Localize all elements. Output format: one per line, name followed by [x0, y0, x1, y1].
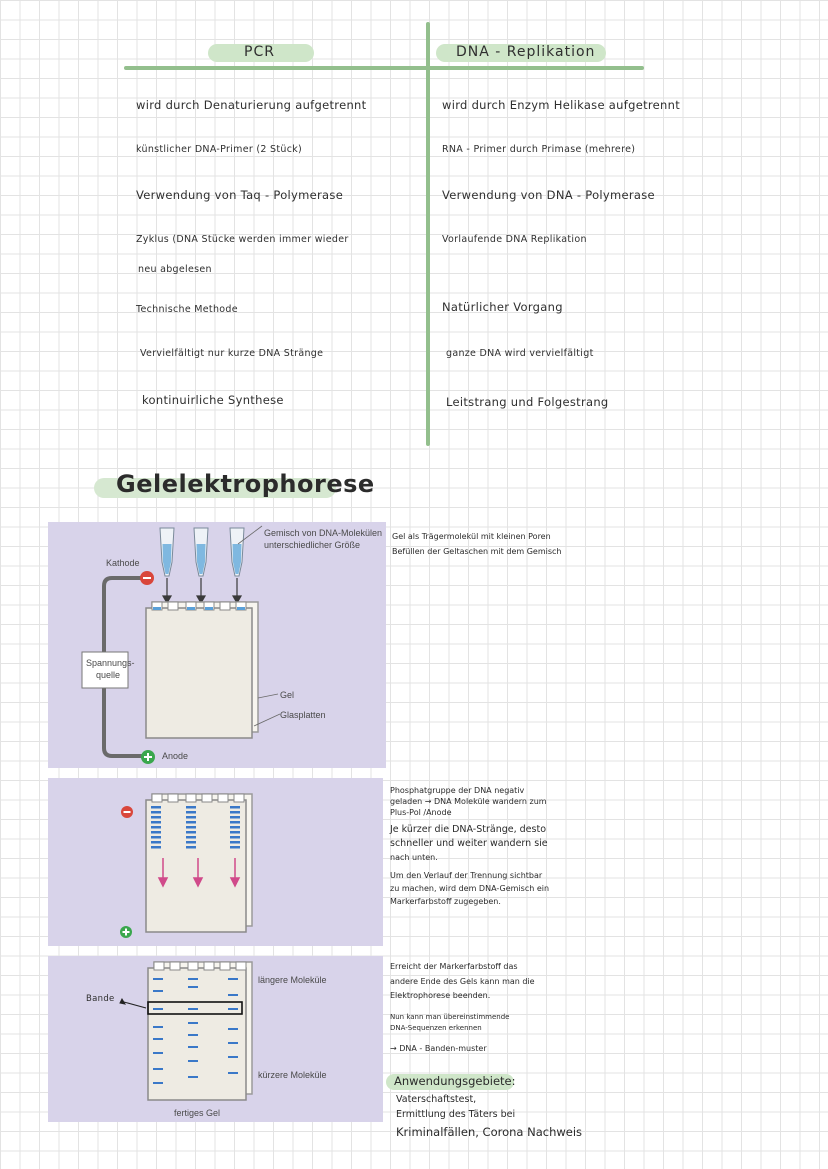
glass-plates-label: Glasplatten — [280, 710, 326, 720]
minus-pole-icon — [121, 806, 133, 818]
applications-title-highlight — [386, 1074, 514, 1090]
note-2-line-6: nach unten. — [390, 853, 438, 862]
pcr-header-highlight — [208, 44, 314, 62]
wire-anode — [102, 680, 144, 758]
pcr-row-1: wird durch Denaturierung aufgetrennt — [136, 98, 367, 112]
application-3: Kriminalfällen, Corona Nachweis — [396, 1125, 583, 1139]
replication-header: DNA - Replikation — [456, 44, 596, 60]
gel-label: Gel — [280, 690, 295, 700]
replication-row-1: wird durch Enzym Helikase aufgetrennt — [442, 98, 681, 112]
pcr-header: PCR — [244, 44, 275, 60]
note-2-line-4: Je kürzer die DNA-Stränge, desto — [390, 824, 547, 835]
finished-gel-label: fertiges Gel — [174, 1108, 221, 1118]
band-highlight-box — [147, 1001, 243, 1015]
pipette-icon — [159, 527, 175, 577]
migration-arrow-icon — [157, 858, 241, 888]
power-source-label-2: quelle — [96, 670, 121, 680]
pcr-row-4: Zyklus (DNA Stücke werden immer wieder — [136, 234, 349, 245]
replication-row-5: Natürlicher Vorgang — [442, 300, 563, 314]
application-1: Vaterschaftstest, — [396, 1094, 477, 1105]
pipette-icon — [229, 527, 245, 577]
pcr-row-6: Vervielfältigt nur kurze DNA Stränge — [140, 348, 324, 359]
note-1-line-2: Befüllen der Geltaschen mit dem Gemisch — [392, 547, 562, 556]
applications-title: Anwendungsgebiete: — [394, 1074, 516, 1088]
table-horizontal-rule — [124, 66, 644, 70]
pcr-row-2: künstlicher DNA-Primer (2 Stück) — [136, 144, 303, 155]
pcr-row-7: kontinuirliche Synthese — [142, 393, 284, 407]
mixture-label-1: Gemisch von DNA-Molekülen — [264, 528, 383, 538]
diagram-result-svg — [119, 961, 253, 1101]
power-source-box — [81, 651, 129, 689]
band-label: Bande — [86, 994, 115, 1004]
note-3-line-4: Nun kann man übereinstimmende — [390, 1013, 510, 1021]
section-title: Gelelektrophorese — [116, 470, 375, 498]
note-2-line-1: Phosphatgruppe der DNA negativ — [390, 786, 525, 795]
note-3-line-1: Erreicht der Markerfarbstoff das — [390, 962, 518, 971]
shorter-molecules-label: kürzere Moleküle — [258, 1070, 327, 1080]
replication-row-6: ganze DNA wird vervielfältigt — [446, 348, 594, 359]
minus-pole-icon — [140, 571, 154, 585]
plus-pole-icon — [141, 750, 155, 764]
note-3-line-3: Elektrophorese beenden. — [390, 991, 491, 1000]
replication-row-7: Leitstrang und Folgestrang — [446, 395, 609, 409]
band-pointer-arrow-icon — [119, 997, 147, 1009]
pcr-row-3: Verwendung von Taq - Polymerase — [136, 188, 344, 202]
note-2-line-7: Um den Verlauf der Trennung sichtbar — [390, 871, 543, 880]
note-3-line-5: DNA-Sequenzen erkennen — [390, 1024, 482, 1032]
pipette-icon — [193, 527, 209, 577]
note-2-line-9: Markerfarbstoff zugegeben. — [390, 897, 501, 906]
replication-row-4: Vorlaufende DNA Replikation — [442, 234, 587, 245]
plus-pole-icon — [120, 926, 132, 938]
power-source-label-1: Spannungs- — [86, 658, 135, 668]
section-title-highlight — [94, 478, 336, 498]
note-2-line-2: geladen → DNA Moleküle wandern zum — [390, 797, 547, 806]
pcr-row-4-continued: neu abgelesen — [138, 264, 212, 275]
note-2-line-8: zu machen, wird dem DNA-Gemisch ein — [390, 884, 550, 893]
diagram-setup-svg — [81, 525, 281, 764]
note-3-line-6: → DNA - Banden-muster — [390, 1044, 487, 1053]
note-2-line-3: Plus-Pol /Anode — [390, 808, 452, 817]
note-1-line-1: Gel als Trägermolekül mit kleinen Poren — [392, 532, 551, 541]
pcr-row-5: Technische Methode — [136, 304, 238, 315]
replication-row-2: RNA - Primer durch Primase (mehrere) — [442, 144, 636, 155]
diagram-migration-svg — [120, 793, 253, 938]
table-vertical-rule — [426, 22, 430, 446]
cathode-label: Kathode — [106, 558, 140, 568]
replication-row-3: Verwendung von DNA - Polymerase — [442, 188, 655, 202]
longer-molecules-label: längere Moleküle — [258, 975, 327, 985]
gel-plate — [145, 607, 253, 739]
anode-label: Anode — [162, 751, 189, 761]
application-2: Ermittlung des Täters bei — [396, 1109, 516, 1120]
replication-header-highlight — [436, 44, 606, 62]
mixture-label-2: unterschiedlicher Größe — [264, 540, 361, 550]
note-2-line-5: schneller und weiter wandern sie — [390, 838, 548, 849]
wire-cathode — [102, 576, 142, 652]
note-3-line-2: andere Ende des Gels kann man die — [390, 977, 535, 986]
